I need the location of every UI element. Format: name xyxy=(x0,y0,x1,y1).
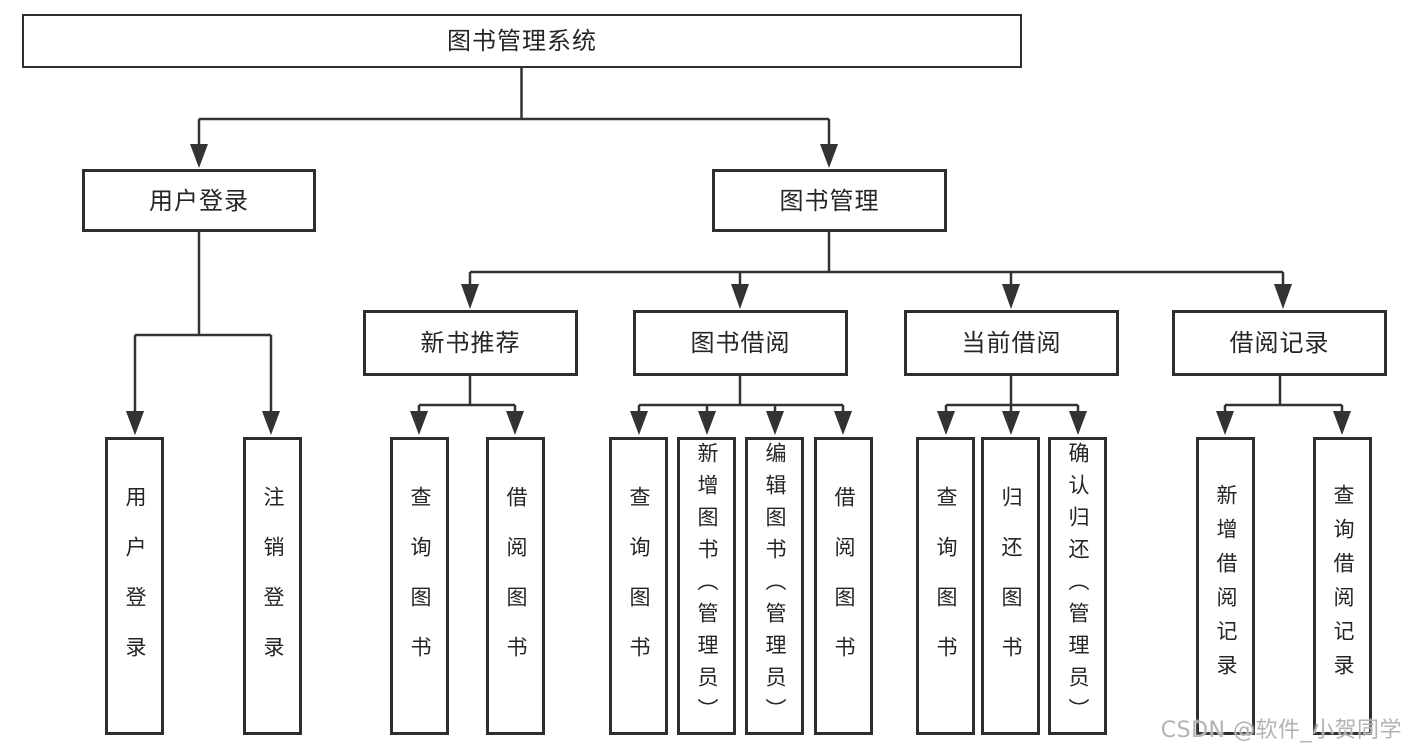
node-current-borrow: 当前借阅 xyxy=(904,310,1119,376)
leaf-confirm-return-admin-label: 确认归还（管理员） xyxy=(1066,442,1090,730)
leaf-query-books-borrow-label: 查询图书 xyxy=(627,486,651,686)
connector-modules-to-leaves xyxy=(126,375,1351,435)
leaf-borrow-books-recommend-label: 借阅图书 xyxy=(504,486,528,686)
node-root: 图书管理系统 xyxy=(22,14,1022,68)
leaf-query-borrow-record-label: 查询借阅记录 xyxy=(1331,484,1355,688)
node-new-book-recommend-label: 新书推荐 xyxy=(420,329,521,357)
node-root-label: 图书管理系统 xyxy=(447,27,597,55)
node-book-management: 图书管理 xyxy=(712,169,947,232)
leaf-borrow-books: 借阅图书 xyxy=(814,437,873,735)
leaf-return-books: 归还图书 xyxy=(981,437,1040,735)
leaf-borrow-books-label: 借阅图书 xyxy=(832,486,856,686)
leaf-add-books-admin-label: 新增图书（管理员） xyxy=(695,442,719,730)
leaf-edit-books-admin: 编辑图书（管理员） xyxy=(745,437,804,735)
leaf-add-books-admin: 新增图书（管理员） xyxy=(677,437,736,735)
watermark: CSDN @软件_小贺同学 xyxy=(1160,718,1402,743)
leaf-add-borrow-record: 新增借阅记录 xyxy=(1196,437,1255,735)
connector-book-management-to-modules xyxy=(461,232,1292,309)
node-user-login: 用户登录 xyxy=(82,169,316,232)
leaf-query-books-recommend-label: 查询图书 xyxy=(408,486,432,686)
node-user-login-label: 用户登录 xyxy=(149,186,249,215)
leaf-logout-label: 注销登录 xyxy=(261,486,285,686)
leaf-add-borrow-record-label: 新增借阅记录 xyxy=(1214,484,1238,688)
node-book-borrow-label: 图书借阅 xyxy=(690,329,791,357)
node-new-book-recommend: 新书推荐 xyxy=(363,310,578,376)
leaf-logout: 注销登录 xyxy=(243,437,302,735)
leaf-query-books-current: 查询图书 xyxy=(916,437,975,735)
leaf-confirm-return-admin: 确认归还（管理员） xyxy=(1048,437,1107,735)
leaf-return-books-label: 归还图书 xyxy=(999,486,1023,686)
leaf-query-books-current-label: 查询图书 xyxy=(934,486,958,686)
node-book-borrow: 图书借阅 xyxy=(633,310,848,376)
node-borrow-records-label: 借阅记录 xyxy=(1229,329,1330,357)
leaf-query-borrow-record: 查询借阅记录 xyxy=(1313,437,1372,735)
node-borrow-records: 借阅记录 xyxy=(1172,310,1387,376)
leaf-user-login-label: 用户登录 xyxy=(123,486,147,686)
node-book-management-label: 图书管理 xyxy=(779,186,880,215)
leaf-query-books-recommend: 查询图书 xyxy=(390,437,449,735)
connector-user-login-to-leaves xyxy=(126,232,280,435)
connector-root-to-branches xyxy=(190,68,838,168)
leaf-edit-books-admin-label: 编辑图书（管理员） xyxy=(763,442,787,730)
leaf-borrow-books-recommend: 借阅图书 xyxy=(486,437,545,735)
node-current-borrow-label: 当前借阅 xyxy=(961,329,1062,357)
leaf-user-login: 用户登录 xyxy=(105,437,164,735)
leaf-query-books-borrow: 查询图书 xyxy=(609,437,668,735)
